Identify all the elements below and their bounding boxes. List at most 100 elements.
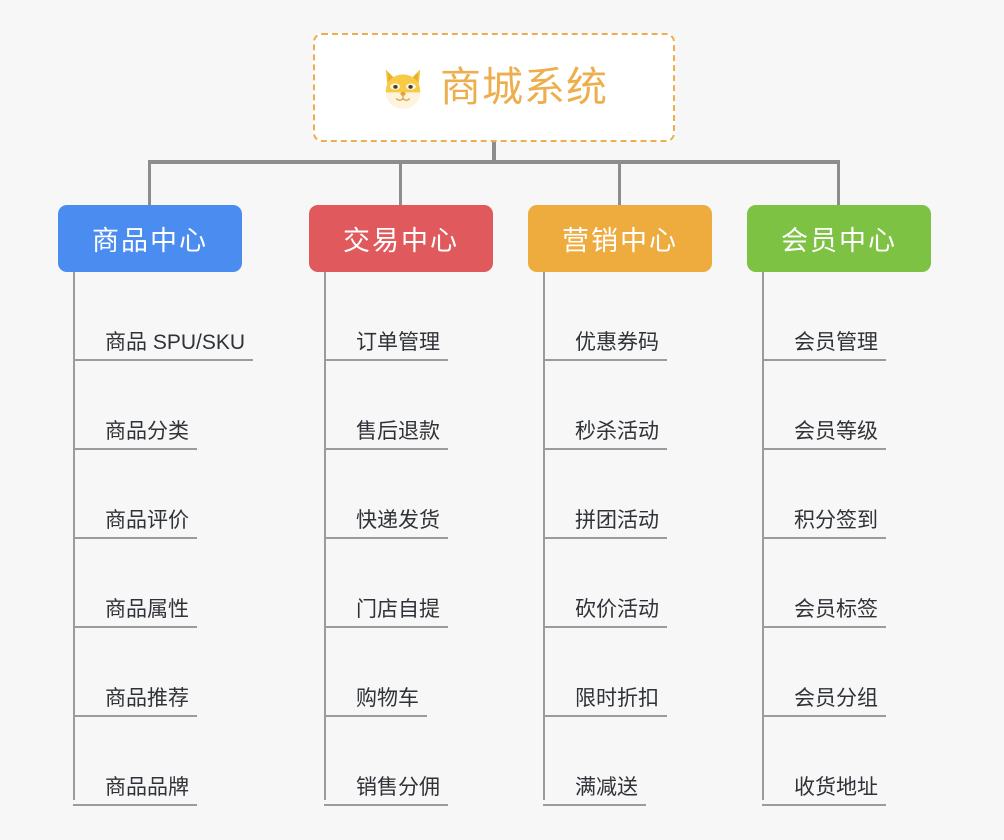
category-header-1[interactable]: 商品中心 xyxy=(58,205,242,272)
connector-drop-2 xyxy=(399,162,402,206)
leaf-label: 商品 SPU/SKU xyxy=(105,330,246,354)
leaf-list-3: 优惠券码 秒杀活动 拼团活动 砍价活动 限时折扣 满减送 xyxy=(543,272,712,806)
category-label-3: 营销中心 xyxy=(562,226,678,256)
leaf-label: 限时折扣 xyxy=(575,686,659,710)
leaf-item[interactable]: 砍价活动 xyxy=(543,539,712,628)
leaf-item[interactable]: 会员等级 xyxy=(762,361,931,450)
category-header-2[interactable]: 交易中心 xyxy=(309,205,493,272)
leaf-label: 优惠券码 xyxy=(575,330,659,354)
connector-root-stem xyxy=(492,142,496,162)
root-node[interactable]: 商城系统 xyxy=(313,33,675,142)
leaf-label: 拼团活动 xyxy=(575,508,659,532)
leaf-item[interactable]: 订单管理 xyxy=(324,272,493,361)
branch-column-1: 商品中心 商品 SPU/SKU 商品分类 商品评价 商品属性 商品推荐 xyxy=(58,205,254,806)
leaf-item[interactable]: 门店自提 xyxy=(324,539,493,628)
leaf-item[interactable]: 商品推荐 xyxy=(73,628,245,717)
leaf-spine-4 xyxy=(762,272,764,800)
connector-horizontal-bus xyxy=(148,160,840,164)
leaf-label: 满减送 xyxy=(575,775,638,799)
leaf-underline xyxy=(73,537,197,539)
connector-drop-4 xyxy=(837,162,840,206)
leaf-item[interactable]: 商品 SPU/SKU xyxy=(73,272,254,361)
leaf-underline xyxy=(324,537,448,539)
root-title: 商城系统 xyxy=(440,64,608,110)
dog-face-icon xyxy=(380,65,426,111)
leaf-label: 积分签到 xyxy=(794,508,878,532)
leaf-underline xyxy=(543,626,667,628)
branch-column-2: 交易中心 订单管理 售后退款 快递发货 门店自提 购物车 xyxy=(309,205,493,806)
leaf-item[interactable]: 满减送 xyxy=(543,717,712,806)
connector-drop-1 xyxy=(148,162,151,206)
leaf-item[interactable]: 商品属性 xyxy=(73,539,245,628)
leaf-spine-3 xyxy=(543,272,545,800)
leaf-label: 购物车 xyxy=(356,686,419,710)
leaf-underline xyxy=(73,448,197,450)
category-label-1: 商品中心 xyxy=(92,226,208,256)
leaf-underline xyxy=(543,359,667,361)
leaf-label: 快递发货 xyxy=(356,508,440,532)
leaf-underline xyxy=(762,537,886,539)
leaf-label: 秒杀活动 xyxy=(575,419,659,443)
leaf-item[interactable]: 限时折扣 xyxy=(543,628,712,717)
leaf-underline xyxy=(324,448,448,450)
category-header-4[interactable]: 会员中心 xyxy=(747,205,931,272)
leaf-underline xyxy=(543,804,646,806)
leaf-underline xyxy=(762,448,886,450)
leaf-item[interactable]: 销售分佣 xyxy=(324,717,493,806)
leaf-list-1: 商品 SPU/SKU 商品分类 商品评价 商品属性 商品推荐 商品品牌 xyxy=(73,272,254,806)
leaf-underline xyxy=(73,359,254,361)
leaf-list-4: 会员管理 会员等级 积分签到 会员标签 会员分组 收货地址 xyxy=(762,272,931,806)
leaf-underline xyxy=(324,804,448,806)
leaf-label: 门店自提 xyxy=(356,597,440,621)
leaf-label: 商品属性 xyxy=(105,597,189,621)
category-label-2: 交易中心 xyxy=(343,226,459,256)
leaf-item[interactable]: 购物车 xyxy=(324,628,493,717)
category-label-4: 会员中心 xyxy=(781,226,897,256)
leaf-label: 砍价活动 xyxy=(575,597,659,621)
leaf-label: 商品分类 xyxy=(105,419,189,443)
leaf-label: 会员标签 xyxy=(794,597,878,621)
leaf-underline xyxy=(324,715,427,717)
leaf-label: 售后退款 xyxy=(356,419,440,443)
branch-column-3: 营销中心 优惠券码 秒杀活动 拼团活动 砍价活动 限时折扣 xyxy=(528,205,712,806)
leaf-item[interactable]: 会员管理 xyxy=(762,272,931,361)
leaf-underline xyxy=(543,537,667,539)
leaf-spine-1 xyxy=(73,272,75,800)
leaf-underline xyxy=(73,715,197,717)
leaf-underline xyxy=(73,804,197,806)
leaf-item[interactable]: 拼团活动 xyxy=(543,450,712,539)
leaf-label: 商品品牌 xyxy=(105,775,189,799)
leaf-item[interactable]: 会员分组 xyxy=(762,628,931,717)
category-header-3[interactable]: 营销中心 xyxy=(528,205,712,272)
leaf-item[interactable]: 售后退款 xyxy=(324,361,493,450)
leaf-underline xyxy=(73,626,197,628)
leaf-spine-2 xyxy=(324,272,326,800)
leaf-underline xyxy=(762,715,886,717)
leaf-label: 会员等级 xyxy=(794,419,878,443)
leaf-underline xyxy=(543,448,667,450)
leaf-label: 订单管理 xyxy=(356,330,440,354)
leaf-label: 收货地址 xyxy=(794,775,878,799)
leaf-item[interactable]: 商品评价 xyxy=(73,450,245,539)
leaf-item[interactable]: 商品分类 xyxy=(73,361,245,450)
leaf-underline xyxy=(762,626,886,628)
leaf-list-2: 订单管理 售后退款 快递发货 门店自提 购物车 销售分佣 xyxy=(324,272,493,806)
leaf-label: 商品评价 xyxy=(105,508,189,532)
leaf-label: 会员管理 xyxy=(794,330,878,354)
leaf-underline xyxy=(324,626,448,628)
leaf-label: 会员分组 xyxy=(794,686,878,710)
leaf-item[interactable]: 优惠券码 xyxy=(543,272,712,361)
leaf-underline xyxy=(762,804,886,806)
leaf-item[interactable]: 商品品牌 xyxy=(73,717,245,806)
leaf-item[interactable]: 会员标签 xyxy=(762,539,931,628)
leaf-underline xyxy=(762,359,886,361)
branch-column-4: 会员中心 会员管理 会员等级 积分签到 会员标签 会员分组 xyxy=(747,205,931,806)
leaf-label: 销售分佣 xyxy=(356,775,440,799)
leaf-item[interactable]: 收货地址 xyxy=(762,717,931,806)
leaf-item[interactable]: 秒杀活动 xyxy=(543,361,712,450)
leaf-item[interactable]: 积分签到 xyxy=(762,450,931,539)
leaf-item[interactable]: 快递发货 xyxy=(324,450,493,539)
leaf-underline xyxy=(543,715,667,717)
leaf-label: 商品推荐 xyxy=(105,686,189,710)
